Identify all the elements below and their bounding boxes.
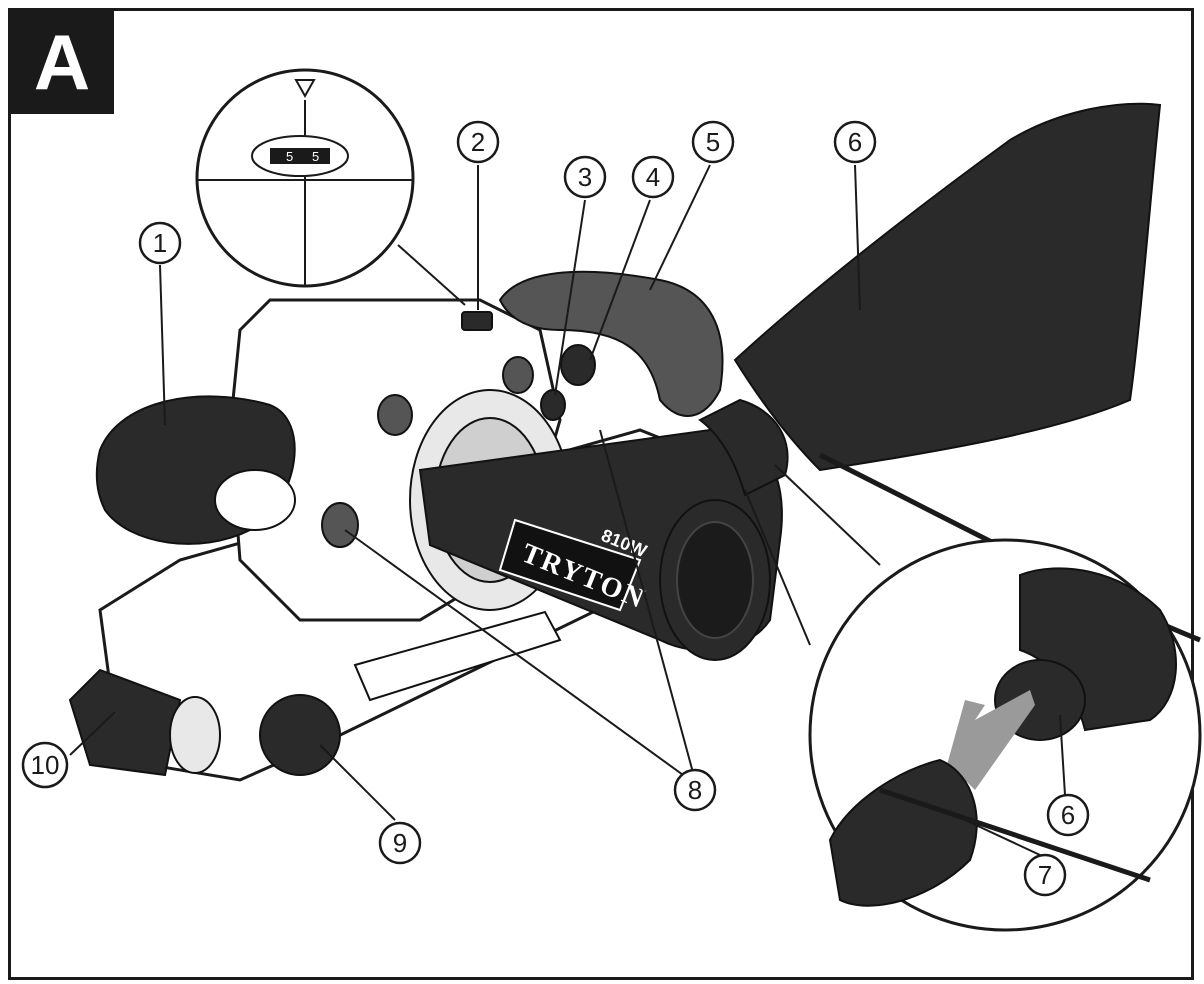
leader-8-b: [599, 429, 696, 781]
inset-cord: [879, 787, 1151, 883]
leader-10: [69, 711, 116, 756]
svg-text:5: 5: [706, 127, 720, 157]
svg-text:10: 10: [31, 750, 60, 780]
front-grip-highlight: [214, 469, 296, 531]
leader-6: [854, 164, 861, 311]
callout-7: 7: [1023, 853, 1067, 897]
svg-text:8: 8: [688, 775, 702, 805]
leader-1: [159, 264, 166, 426]
panel-label: A: [10, 10, 114, 114]
rear-handle: [498, 270, 724, 417]
housing-hole-left: [377, 394, 413, 436]
leader-8-a: [344, 529, 691, 781]
inset-arrow-icon: [940, 690, 1035, 790]
inset-dial-digit-2: 5: [312, 149, 319, 164]
front-roller-end: [169, 696, 221, 774]
dust-bag: [733, 102, 1162, 472]
leader-7: [964, 819, 1041, 856]
callout-10: 10: [21, 741, 69, 789]
leader-3: [554, 199, 586, 396]
callout-4: 4: [631, 155, 675, 199]
dust-tube-end-inner: [676, 521, 754, 639]
svg-text:6: 6: [848, 127, 862, 157]
speed-dial: [461, 311, 493, 331]
leader-4: [589, 199, 651, 361]
svg-text:2: 2: [471, 127, 485, 157]
callout-6-inset: 6: [1046, 793, 1090, 837]
svg-text:4: 4: [646, 162, 660, 192]
inset-dial-window: [270, 148, 330, 164]
svg-text:7: 7: [1038, 860, 1052, 890]
inset-bag-leader-b: [744, 489, 811, 646]
svg-text:9: 9: [393, 828, 407, 858]
housing-hole-right: [502, 356, 534, 394]
trigger-switch: [540, 389, 566, 421]
lock-button: [560, 344, 596, 386]
figure-frame: [8, 8, 1194, 980]
callout-1: 1: [138, 221, 182, 265]
inset-bag-leader-a: [774, 464, 881, 566]
brand-plate: [498, 518, 642, 612]
callout-6: 6: [833, 120, 877, 164]
leader-9: [319, 744, 396, 821]
callout-5: 5: [691, 120, 735, 164]
inset-tube: [828, 758, 978, 907]
callout-3: 3: [563, 155, 607, 199]
callout-2: 2: [456, 120, 500, 164]
tracking-knob: [259, 694, 341, 776]
callout-8: 8: [673, 768, 717, 812]
inset-dial-leader: [397, 244, 466, 306]
side-screw: [321, 502, 359, 548]
svg-text:3: 3: [578, 162, 592, 192]
svg-text:1: 1: [153, 228, 167, 258]
callout-9: 9: [378, 821, 422, 865]
inset-dial-pointer-icon: [294, 79, 316, 99]
inset-dial-digit-1: 5: [286, 149, 293, 164]
svg-text:6: 6: [1061, 800, 1075, 830]
leader-5: [649, 164, 711, 291]
leader-6-inset: [1059, 714, 1066, 796]
